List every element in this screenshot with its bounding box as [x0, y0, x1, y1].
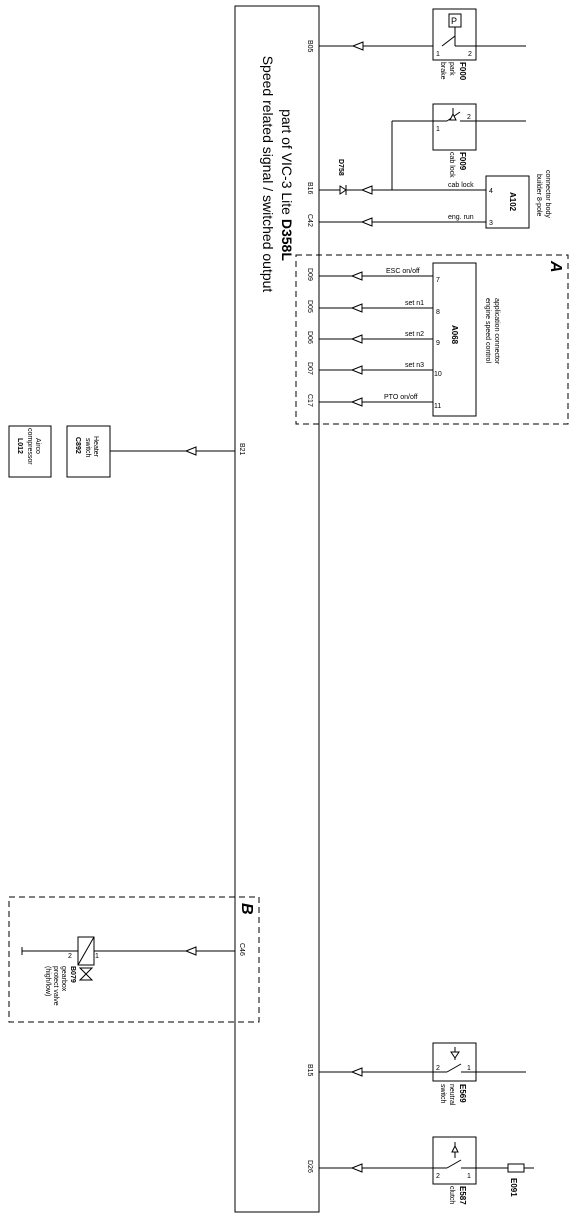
module-d358l-body	[234, 5, 320, 1213]
svg-text:brake: brake	[439, 62, 446, 80]
module-title: part of VIC-3 Lite D358L	[279, 109, 295, 261]
svg-text:application connector: application connector	[493, 298, 500, 365]
svg-text:1: 1	[467, 1065, 471, 1072]
pin-b16: B16	[306, 182, 313, 195]
d758-diode	[339, 185, 347, 195]
svg-text:connector body: connector body	[544, 170, 551, 218]
svg-text:3: 3	[489, 220, 493, 227]
svg-text:set n3: set n3	[405, 362, 424, 369]
svg-text:switch: switch	[439, 1084, 446, 1104]
svg-text:ESC on/off: ESC on/off	[386, 268, 420, 275]
e569-neutral-switch: B15 2 1 E569 neutral switch	[306, 1042, 526, 1106]
svg-text:engine speed control: engine speed control	[484, 298, 491, 363]
l012-airco-compressor: Airco compressor L012	[8, 425, 52, 478]
pin-c17: C17	[306, 394, 313, 407]
svg-text:A068: A068	[450, 325, 459, 345]
pin-b05: B05	[306, 40, 313, 53]
svg-text:1: 1	[467, 1173, 471, 1180]
svg-text:7: 7	[436, 277, 440, 284]
svg-text:2: 2	[436, 1173, 440, 1180]
svg-text:P: P	[451, 16, 457, 26]
svg-text:gearbox: gearbox	[60, 966, 67, 992]
svg-text:F009: F009	[458, 152, 467, 171]
pin-b21: B21	[238, 443, 245, 456]
a102-connector: D758 B16 cab lock C42 eng. run 4 3 A102 …	[306, 159, 551, 229]
svg-text:11: 11	[434, 403, 441, 410]
svg-text:set n2: set n2	[405, 331, 424, 338]
group-b-label: B	[238, 903, 255, 915]
group-a: A A068 application connector engine spee…	[295, 254, 569, 425]
module-subtitle: Speed related signal / switched output	[260, 56, 276, 293]
svg-text:cab lock: cab lock	[448, 182, 474, 189]
svg-text:park: park	[448, 62, 455, 76]
svg-text:10: 10	[434, 371, 442, 378]
pin-d26: D26	[306, 1160, 313, 1173]
svg-text:cab lock: cab lock	[448, 152, 455, 178]
svg-text:builder 8-pole: builder 8-pole	[535, 174, 542, 217]
svg-text:2: 2	[468, 51, 472, 58]
group-b: B C46 1 2 B079 gearbox protect valve (hi…	[8, 896, 260, 1023]
svg-text:L012: L012	[16, 438, 23, 454]
svg-text:Heater: Heater	[92, 436, 99, 458]
svg-text:protect valve: protect valve	[52, 966, 59, 1006]
pin-c42: C42	[306, 214, 313, 227]
pin-d07: D07	[306, 362, 313, 375]
svg-text:neutral: neutral	[448, 1084, 455, 1106]
c892-heater-switch: B21 Heater switch C892	[66, 425, 245, 478]
e587-clutch: D26 2 1 E587 clutch	[306, 1136, 508, 1205]
svg-text:set n1: set n1	[405, 300, 424, 307]
d758-label: D758	[337, 159, 344, 176]
pin-b15: B15	[306, 1064, 313, 1077]
svg-text:1: 1	[436, 51, 440, 58]
svg-text:2: 2	[68, 953, 72, 960]
svg-text:8: 8	[436, 309, 440, 316]
pin-d09: D09	[306, 268, 313, 281]
svg-text:1: 1	[436, 126, 440, 133]
pin-d05: D05	[306, 300, 313, 313]
svg-text:part of VIC-3 Lite D358L: part of VIC-3 Lite D358L	[279, 109, 295, 261]
group-a-label: A	[547, 260, 564, 273]
svg-text:switch: switch	[84, 438, 91, 458]
svg-text:clutch: clutch	[448, 1186, 455, 1204]
pin-d06: D06	[306, 331, 313, 344]
svg-text:B079: B079	[69, 966, 76, 983]
svg-text:E569: E569	[458, 1084, 467, 1103]
svg-text:1: 1	[95, 953, 99, 960]
svg-text:4: 4	[489, 188, 493, 195]
e091-fuse: E091	[507, 1163, 534, 1197]
svg-text:Airco: Airco	[34, 438, 41, 454]
svg-text:9: 9	[436, 340, 440, 347]
f009-cab-lock: 1 2 F009 cab lock	[391, 103, 526, 190]
pin-c46: C46	[238, 943, 245, 956]
svg-text:A102: A102	[508, 192, 517, 212]
svg-text:compressor: compressor	[26, 428, 33, 465]
svg-text:F000: F000	[458, 62, 467, 81]
svg-text:eng. run: eng. run	[448, 214, 474, 221]
svg-text:PTO on/off: PTO on/off	[384, 394, 418, 401]
svg-text:(high/low): (high/low)	[44, 966, 51, 996]
svg-text:C892: C892	[74, 437, 81, 454]
svg-text:2: 2	[467, 114, 471, 121]
f000-park-brake: B05 P 1 2 F000 park brake	[306, 8, 526, 81]
svg-text:E587: E587	[458, 1186, 467, 1205]
svg-text:E091: E091	[509, 1178, 518, 1197]
svg-text:2: 2	[436, 1065, 440, 1072]
